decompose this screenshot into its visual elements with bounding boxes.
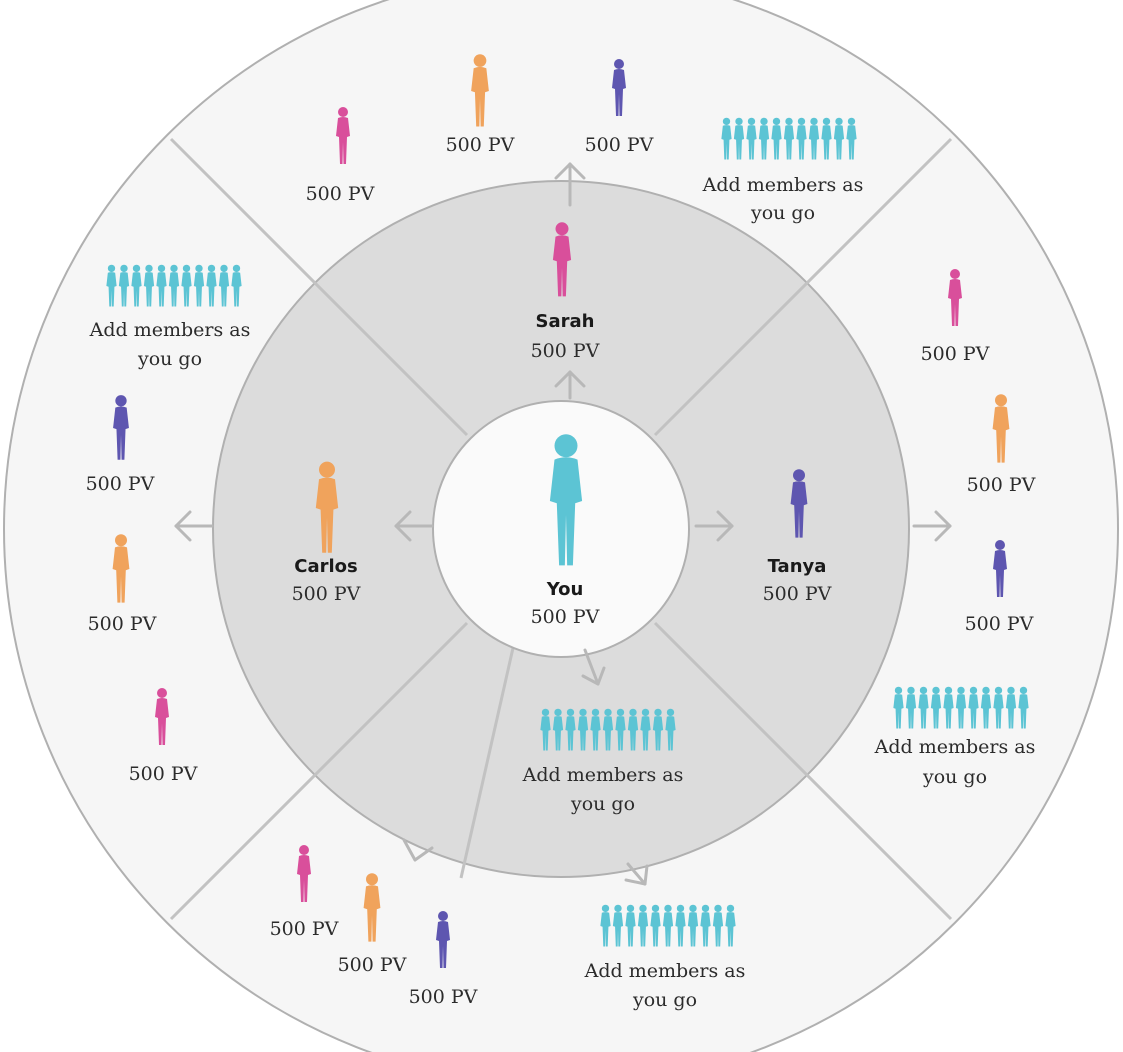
arrow-up-outer	[554, 162, 586, 207]
node-sarah-name: Sarah	[536, 311, 595, 332]
top-member-pv: 500 PV	[446, 134, 515, 156]
arrow-up-inner	[554, 370, 586, 400]
right-member-pv: 500 PV	[921, 343, 990, 365]
center-node: You 500 PV	[531, 579, 600, 628]
arrow-right-inner	[694, 510, 734, 542]
outer-bottom-left-sector: 500 PV 500 PV 500 PV	[270, 918, 478, 1008]
node-carlos-pv: 500 PV	[292, 583, 361, 605]
arrow-right-outer	[912, 510, 952, 542]
left-add-members-line2: you go	[137, 348, 202, 370]
bottom-left-member-pv: 500 PV	[338, 954, 407, 976]
node-tanya-name: Tanya	[768, 556, 827, 577]
right-add-members-line2: you go	[922, 766, 987, 788]
center-pv: 500 PV	[531, 606, 600, 628]
bottom-left-member-pv: 500 PV	[270, 918, 339, 940]
left-member-pv: 500 PV	[88, 613, 157, 635]
bottom-left-member-pv: 500 PV	[409, 986, 478, 1008]
first-level-nodes: Sarah 500 PV Carlos 500 PV Tanya 500 PV …	[292, 311, 832, 815]
arrow-left-outer	[174, 510, 214, 542]
sector-dividers	[169, 137, 953, 921]
left-add-members-line1: Add members as	[89, 319, 251, 341]
arrow-down-inner	[581, 648, 606, 686]
right-add-members-line1: Add members as	[874, 736, 1036, 758]
arrow-left-inner	[394, 510, 434, 542]
arrows	[174, 162, 952, 886]
arrow-down-diag-outer	[402, 838, 434, 862]
node-carlos-name: Carlos	[294, 556, 357, 577]
bottom-add-members-line2: you go	[632, 989, 697, 1011]
arrow-down-right-outer	[624, 862, 649, 886]
outer-right-sector: 500 PV 500 PV 500 PV Add members as you …	[874, 343, 1036, 788]
node-sarah-pv: 500 PV	[531, 340, 600, 362]
right-member-pv: 500 PV	[965, 613, 1034, 635]
node-add-members-line2: you go	[570, 793, 635, 815]
top-add-members-line2: you go	[750, 202, 815, 224]
top-member-pv: 500 PV	[585, 134, 654, 156]
bottom-add-members-line1: Add members as	[584, 960, 746, 982]
center-name: You	[546, 579, 584, 600]
node-tanya-pv: 500 PV	[763, 583, 832, 605]
outer-left-sector: Add members as you go 500 PV 500 PV 500 …	[86, 319, 251, 785]
node-add-members-line1: Add members as	[522, 764, 684, 786]
top-add-members-line1: Add members as	[702, 174, 864, 196]
right-member-pv: 500 PV	[967, 474, 1036, 496]
left-member-pv: 500 PV	[129, 763, 198, 785]
outer-bottom-sector: Add members as you go	[584, 960, 746, 1011]
left-member-pv: 500 PV	[86, 473, 155, 495]
top-member-pv: 500 PV	[306, 183, 375, 205]
outer-top-sector: 500 PV 500 PV 500 PV Add members as you …	[306, 134, 864, 224]
